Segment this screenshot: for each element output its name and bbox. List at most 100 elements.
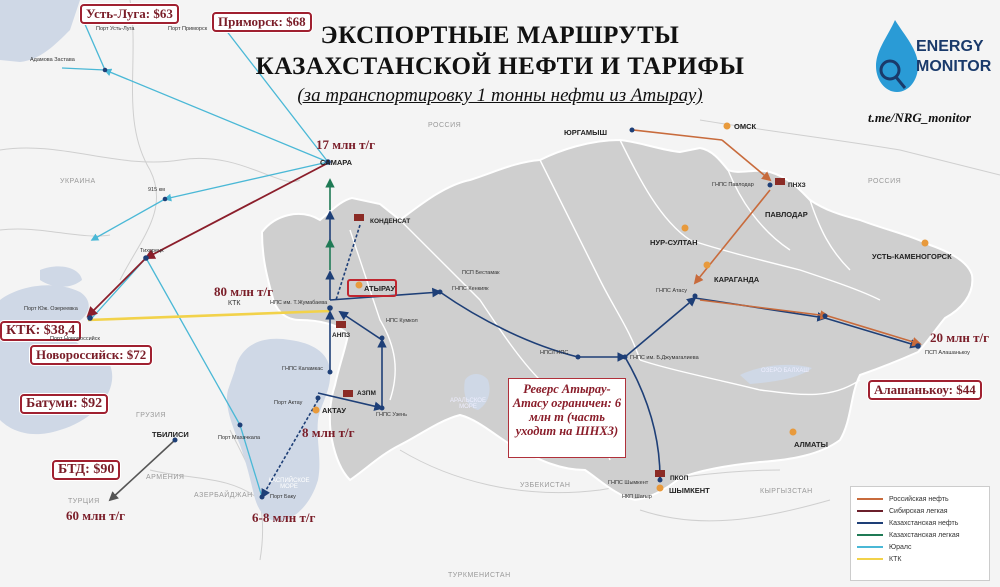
label-port-aktau: Порт Актау <box>274 400 303 406</box>
tariff-btd: БТД: $90 <box>52 460 121 480</box>
node-atyrau <box>327 305 333 311</box>
aral-sea <box>464 374 490 410</box>
tariff-ust-luga: Усть-Луга: $63 <box>80 4 179 24</box>
atyrau-highlight <box>347 279 397 297</box>
node-baku <box>259 494 265 500</box>
volume-aktau: 8 млн т/г <box>302 425 355 440</box>
facility-azpm: АЗПМ <box>357 390 376 397</box>
facility-anpz: АНПЗ <box>332 332 351 339</box>
city-ustkam: УСТЬ-КАМЕНОГОРСК <box>872 252 952 261</box>
node-dzhumagaliev <box>622 354 628 360</box>
label-psp-bestamak: ПСП Бестамак <box>462 270 500 276</box>
legend-swatch <box>857 498 883 500</box>
tariff-primorsk: Приморск: $68 <box>212 12 312 32</box>
node-atasu <box>692 293 698 299</box>
legend-label: Казахстанская легкая <box>889 531 960 539</box>
brand-line-1: ENERGY <box>916 38 984 55</box>
legend-label: Юралс <box>889 543 912 551</box>
route-nodes <box>87 67 921 500</box>
label-port-ust-luga: Порт Усть-Луга <box>96 26 135 32</box>
city-omsk: ОМСК <box>734 122 757 131</box>
azov-sea <box>40 266 82 287</box>
node-tikhoretsk <box>143 255 149 261</box>
label-nps-gnps: НПС/ГНПС <box>540 350 569 356</box>
legend-item: Казахстанская легкая <box>857 529 983 541</box>
baltic-sea <box>0 0 80 62</box>
pin-atyrau <box>355 281 363 289</box>
city-aktau: АКТАУ <box>322 406 347 415</box>
label-adamova: Адамова Застава <box>30 57 75 63</box>
volume-btd: 60 млн т/г <box>66 508 126 523</box>
label-gnps-kenkiyak: ГНПС Кенкияк <box>452 286 489 292</box>
region-russia-2: РОССИЯ <box>868 178 902 185</box>
sea-aral: АРАЛЬСКОЕ МОРЕ <box>450 398 486 410</box>
tariff-novorossiysk: Новороссийск: $72 <box>30 345 153 365</box>
node-novorossiysk <box>87 315 93 321</box>
btd-route <box>108 439 176 502</box>
balkhash-lake <box>740 364 812 384</box>
country-borders <box>0 0 1000 561</box>
energy-monitor-logo-icon <box>876 20 918 92</box>
refinery-pkop-icon <box>655 470 665 477</box>
refinery-kondensat-icon <box>354 214 364 221</box>
refinery-azpm-icon <box>343 390 353 397</box>
facility-pnhz: ПНХЗ <box>788 182 806 189</box>
node-shymkent <box>657 477 663 483</box>
label-gnps-pavlodar: ГНПС Павлодар <box>712 182 754 188</box>
node-kumkol <box>379 335 385 341</box>
tariff-alashankou: Алашанькоу: $44 <box>868 380 982 400</box>
city-pins <box>312 122 929 492</box>
legend-swatch <box>857 558 883 560</box>
legend-label: Казахстанская нефть <box>889 519 959 527</box>
city-almaty: АЛМАТЫ <box>794 440 828 449</box>
node-yurgamysh <box>629 127 635 133</box>
legend-swatch <box>857 534 883 536</box>
node-makhachkala <box>237 422 243 428</box>
node-kalamkas <box>327 369 333 375</box>
region-kyrgyzstan: КЫРГЫЗСТАН <box>760 488 813 495</box>
label-port-novoross: Порт Новороссийск <box>50 336 100 342</box>
city-shymkent: ШЫМКЕНТ <box>669 486 710 495</box>
node-alashankou <box>915 343 921 349</box>
label-nkp-shagyr: НКП Шагыр <box>622 494 652 500</box>
label-gnps-uzen: ГНПС Узень <box>376 412 408 418</box>
label-port-makhachkala: Порт Махачкала <box>218 435 261 441</box>
label-gnps-zhumabaev: НПС им. Т.Жумабаева <box>270 300 328 306</box>
label-tikhoretsk: Тихорецк <box>140 248 164 254</box>
russian-crude-routes <box>632 129 922 347</box>
region-georgia: ГРУЗИЯ <box>136 412 166 419</box>
node-tbilisi <box>172 437 178 443</box>
region-russia-1: РОССИЯ <box>428 122 462 129</box>
pin-shymkent <box>656 484 664 492</box>
label-port-baku: Порт Баку <box>270 494 296 500</box>
city-pavlodar: ПАВЛОДАР <box>765 210 808 219</box>
legend-item: КТК <box>857 553 983 565</box>
brand-line-2: MONITOR <box>916 58 992 75</box>
node-karagandy-east <box>822 313 828 319</box>
legend-item: Сибирская легкая <box>857 505 983 517</box>
legend-item: Российская нефть <box>857 493 983 505</box>
node-pavlodar <box>767 182 773 188</box>
label-pps-alashankou: ПСП Алашанькоу <box>925 350 970 356</box>
city-atyrau: АТЫРАУ <box>364 284 396 293</box>
pin-karaganda <box>703 261 711 269</box>
reverse-note: Реверс Атырау-Атасу ограничен: 6 млн т (… <box>508 378 626 458</box>
node-kumkol-east <box>575 354 581 360</box>
facility-pkop: ПКОП <box>670 475 689 482</box>
label-port-yuzh: Порт Юж. Озереевка <box>24 306 78 312</box>
region-turkey: ТУРЦИЯ <box>68 498 100 505</box>
node-samara <box>325 159 331 165</box>
pin-aktau <box>312 406 320 414</box>
legend-label: Сибирская легкая <box>889 507 948 515</box>
kazakhstan-territory <box>260 138 974 502</box>
brand-handle: t.me/NRG_monitor <box>868 110 971 125</box>
legend-swatch <box>857 510 883 512</box>
region-azerbaijan: АЗЕРБАЙДЖАН <box>194 492 253 499</box>
title-line-1: ЭКСПОРТНЫЕ МАРШРУТЫ <box>320 22 680 49</box>
legend: Российская нефть Сибирская легкая Казахс… <box>850 486 990 581</box>
label-gnps-shymkent: ГНПС Шымкент <box>608 480 649 486</box>
ktk-route <box>87 309 331 322</box>
city-tbilisi: ТБИЛИСИ <box>152 430 189 439</box>
city-karaganda: КАРАГАНДА <box>714 275 760 284</box>
